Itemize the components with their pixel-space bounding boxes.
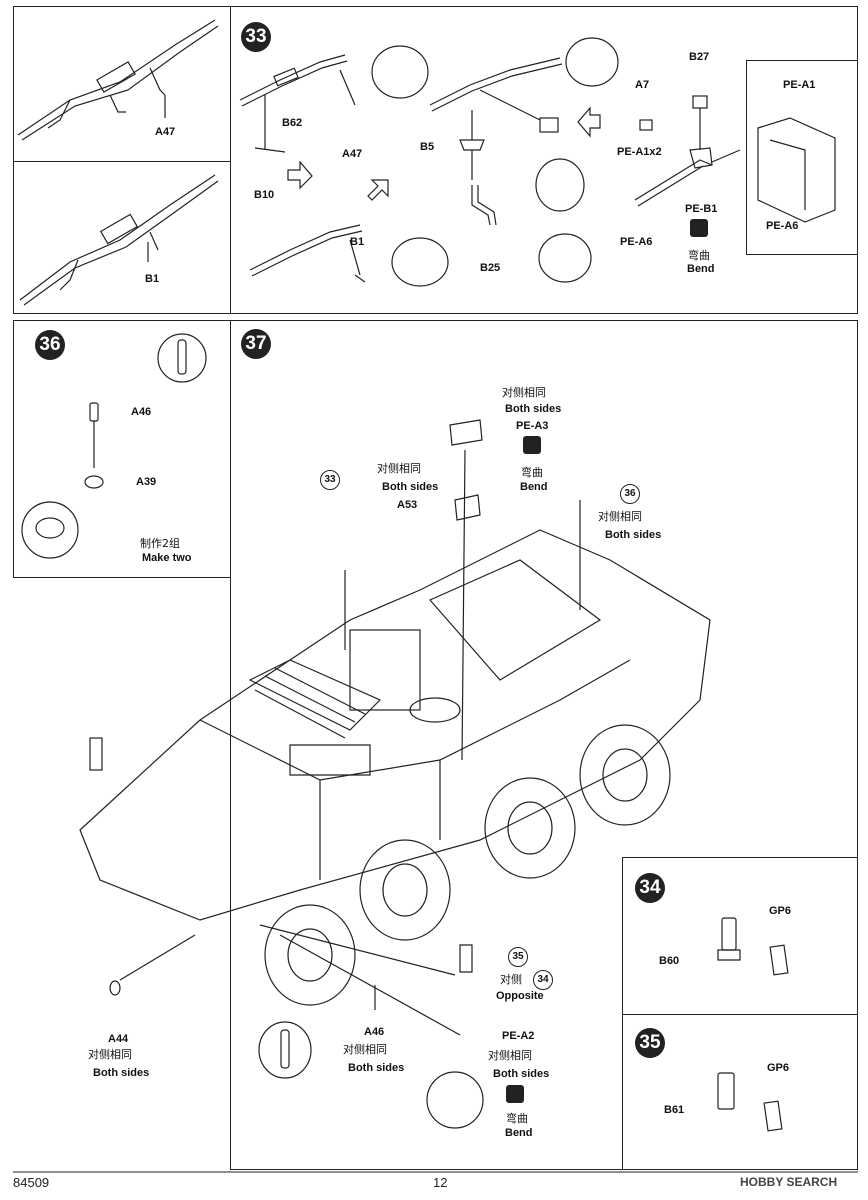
part-label-a53: A53	[397, 499, 418, 511]
both-sides-label-en-a44: Both sides	[93, 1067, 150, 1079]
step34-35-parts	[717, 917, 789, 1132]
panel-b1	[13, 161, 231, 314]
bend-icon-pe-a3	[523, 436, 541, 454]
part-label-pe-a3: PE-A3	[516, 420, 549, 432]
ref-step-34: 34	[533, 970, 553, 990]
both-sides-label-en-a53: Both sides	[382, 481, 439, 493]
make-two-label-en: Make two	[142, 552, 192, 564]
part-label-a44: A44	[108, 1033, 129, 1045]
step33-gun-drawings	[239, 37, 836, 287]
bend-label-cn-step33: 弯曲	[688, 249, 710, 262]
step36-drawings	[21, 333, 207, 559]
bend-label-cn-pe-a2: 弯曲	[506, 1112, 528, 1125]
opposite-label-cn: 对侧	[500, 973, 522, 986]
both-sides-label-en-36: Both sides	[605, 529, 662, 541]
make-two-label-cn: 制作2组	[140, 537, 180, 550]
bend-label-en-pe-a3: Bend	[520, 481, 548, 493]
both-sides-label-cn-a44: 对侧相同	[88, 1048, 132, 1061]
step-37-badge: 37	[241, 329, 271, 359]
part-label-pe-a1x2: PE-A1x2	[617, 146, 662, 158]
both-sides-label-cn-a53: 对侧相同	[377, 462, 421, 475]
part-label-b25: B25	[480, 262, 501, 274]
part-label-a47-step33: A47	[342, 148, 363, 160]
part-label-b62: B62	[282, 117, 303, 129]
part-label-b10: B10	[254, 189, 275, 201]
both-sides-label-en-a46: Both sides	[348, 1062, 405, 1074]
ref-step-35: 35	[508, 947, 528, 967]
both-sides-label-cn-a46: 对侧相同	[343, 1043, 387, 1056]
bend-label-en-step33: Bend	[687, 263, 715, 275]
rifle-a47-drawing	[17, 19, 219, 141]
part-label-pe-a6: PE-A6	[620, 236, 653, 248]
part-label-a46-step36: A46	[131, 406, 152, 418]
rifle-b1-drawing	[19, 174, 219, 306]
both-sides-label-cn-36: 对侧相同	[598, 510, 642, 523]
vehicle-drawing	[79, 419, 711, 1129]
part-label-b60: B60	[659, 955, 680, 967]
inset-label-pe-a6: PE-A6	[766, 220, 799, 232]
part-label-a39: A39	[136, 476, 157, 488]
page-number: 12	[433, 1175, 448, 1190]
step-33-badge: 33	[241, 22, 271, 52]
page-code: 84509	[13, 1175, 50, 1190]
part-label-b1: B1	[145, 273, 160, 285]
part-label-gp6-step34: GP6	[769, 905, 792, 917]
part-label-pe-b1: PE-B1	[685, 203, 718, 215]
step-34-badge: 34	[635, 873, 665, 903]
opposite-label-en: Opposite	[496, 990, 544, 1002]
bend-label-en-pe-a2: Bend	[505, 1127, 533, 1139]
ref-step-33: 33	[320, 470, 340, 490]
panel-inset-pe-a1	[746, 60, 858, 255]
bend-icon-pe-a2	[506, 1085, 524, 1103]
part-label-gp6-step35: GP6	[767, 1062, 790, 1074]
part-label-b61: B61	[664, 1104, 685, 1116]
part-label-b27: B27	[689, 51, 710, 63]
panel-step-36	[13, 320, 231, 578]
both-sides-label-cn-pe-a3: 对侧相同	[502, 386, 546, 399]
bend-icon-step33	[690, 219, 708, 237]
panel-a47	[13, 6, 231, 162]
ref-step-36: 36	[620, 484, 640, 504]
part-label-pe-a2: PE-A2	[502, 1030, 535, 1042]
part-label-a47: A47	[155, 126, 176, 138]
part-label-a46-step37: A46	[364, 1026, 385, 1038]
both-sides-label-en-pe-a2: Both sides	[493, 1068, 550, 1080]
watermark: HOBBY SEARCH	[740, 1175, 838, 1189]
both-sides-label-en-pe-a3: Both sides	[505, 403, 562, 415]
both-sides-label-cn-pe-a2: 对侧相同	[488, 1049, 532, 1062]
part-label-a7: A7	[635, 79, 650, 91]
part-label-b1-step33: B1	[350, 236, 365, 248]
part-label-b5: B5	[420, 141, 435, 153]
inset-label-pe-a1: PE-A1	[783, 79, 816, 91]
bend-label-cn-pe-a3: 弯曲	[521, 466, 543, 479]
step-36-badge: 36	[35, 330, 65, 360]
step-35-badge: 35	[635, 1028, 665, 1058]
